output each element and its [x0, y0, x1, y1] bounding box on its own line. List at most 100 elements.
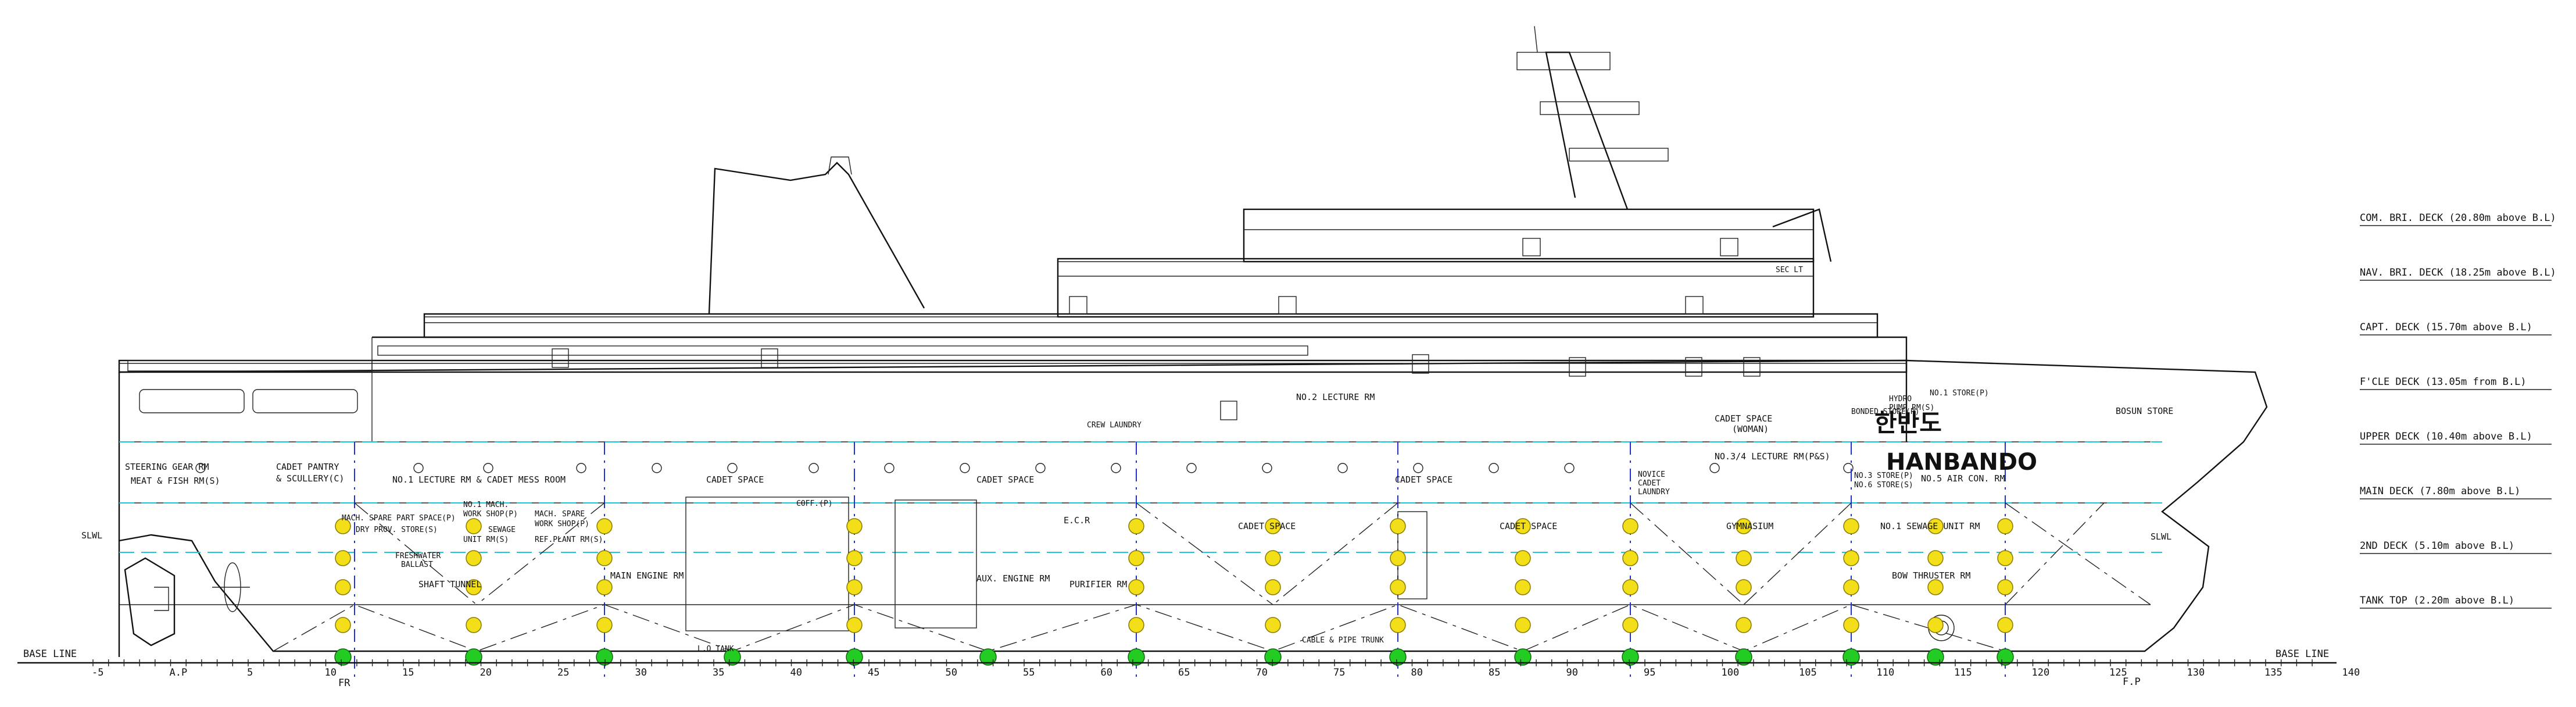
frame-marker-green: [465, 648, 482, 666]
tank-marker-yellow: [1927, 550, 1944, 566]
frame-tick-label: 100: [1722, 667, 1740, 679]
windows-upper: [139, 238, 1761, 420]
tank-marker-yellow: [1265, 579, 1281, 595]
tank-marker-yellow: [1997, 617, 2013, 633]
frame-marker-green: [724, 648, 741, 666]
tank-marker-yellow: [1515, 518, 1531, 534]
room-woman: (WOMAN): [1732, 424, 1769, 434]
tank-marker-yellow: [466, 579, 482, 595]
room-no1-sewage: NO.1 SEWAGE UNIT RM: [1880, 521, 1980, 531]
tank-marker-yellow: [846, 617, 863, 633]
room-dry-prov: DRY PROV. STORE(S): [356, 526, 438, 534]
deck-label: CAPT. DECK (15.70m above B.L): [2360, 322, 2532, 333]
tank-marker-yellow: [1736, 579, 1752, 595]
frame-tick-label: 70: [1256, 667, 1268, 679]
frame-tick-label: 45: [868, 667, 879, 679]
room-work-shop: WORK SHOP(P): [463, 510, 518, 519]
frame-marker-green: [1842, 648, 1860, 666]
tank-marker-yellow: [335, 617, 351, 633]
room-ecr: E.C.R: [1064, 515, 1090, 526]
frame-marker-green: [596, 648, 613, 666]
tank-marker-yellow: [1622, 579, 1638, 595]
frame-tick-label: 120: [2032, 667, 2050, 679]
hull-outline: [118, 359, 2268, 657]
lwl-right: SLWL: [2151, 531, 2171, 542]
deck-label: NAV. BRI. DECK (18.25m above B.L): [2360, 267, 2556, 278]
markers-yellow: [335, 518, 2013, 633]
frame-tick-label: 60: [1101, 667, 1112, 679]
room-novice: NOVICE: [1638, 470, 1665, 479]
tank-marker-yellow: [1622, 617, 1638, 633]
frame-tick-label: 25: [557, 667, 569, 679]
room-mach-spare-2: MACH. SPARE: [535, 510, 585, 519]
room-purifier: PURIFIER RM: [1069, 579, 1127, 590]
frame-marker-green: [846, 648, 863, 666]
room-lecture-1: NO.1 LECTURE RM & CADET MESS ROOM: [392, 474, 566, 485]
frame-tick-label: 35: [713, 667, 724, 679]
tank-marker-yellow: [1390, 550, 1406, 566]
tank-marker-yellow: [1128, 518, 1144, 534]
tank-marker-yellow: [1515, 617, 1531, 633]
room-no5-aircon: NO.5 AIR CON. RM: [1921, 473, 2005, 484]
room-bow-thruster: BOW THRUSTER RM: [1892, 570, 1970, 581]
room-no1-store: NO.1 STORE(P): [1930, 389, 1989, 398]
room-mach-spare-1: MACH. SPARE PART SPACE(P): [342, 514, 456, 523]
room-cadet-space-1: CADET SPACE: [706, 474, 764, 485]
tank-marker-yellow: [335, 550, 351, 566]
tank-marker-yellow: [1390, 579, 1406, 595]
tank-marker-yellow: [596, 617, 613, 633]
room-cadet-pantry: CADET PANTRY: [276, 462, 339, 472]
frame-marker-green: [1389, 648, 1407, 666]
room-cable-trunk: CABLE & PIPE TRUNK: [1302, 636, 1384, 645]
frame-marker-green: [1264, 648, 1282, 666]
frame-marker-green: [1128, 648, 1145, 666]
room-cadet-space-4: CADET SPACE: [1238, 521, 1296, 531]
deck-label: COM. BRI. DECK (20.80m above B.L): [2360, 212, 2556, 224]
tank-marker-yellow: [1390, 617, 1406, 633]
frame-marker-green: [1514, 648, 1532, 666]
deck-label-list: COM. BRI. DECK (20.80m above B.L) NAV. BR…: [2360, 212, 2556, 609]
ship-name-korean: 한반도: [1874, 409, 1942, 437]
room-no3-store: NO.3 STORE(P): [1854, 472, 1913, 480]
frame-tick-label: 110: [1877, 667, 1895, 679]
room-cadet-space-woman: CADET SPACE: [1715, 413, 1772, 424]
room-pump: PUMP RM(S): [1889, 404, 1934, 412]
deck-label: TANK TOP (2.20m above B.L): [2360, 595, 2514, 606]
room-cofferdam: COFF.(P): [796, 499, 833, 508]
frame-marker-green: [1735, 648, 1752, 666]
frame-note: FR: [338, 677, 350, 689]
tank-marker-yellow: [1622, 518, 1638, 534]
tank-marker-yellow: [1843, 617, 1859, 633]
tank-marker-yellow: [1997, 579, 2013, 595]
tank-marker-yellow: [1128, 550, 1144, 566]
tank-marker-yellow: [596, 579, 613, 595]
fp-label: F.P: [2123, 676, 2141, 688]
frame-tick-label: 115: [1954, 667, 1972, 679]
room-scullery: & SCULLERY(C): [276, 473, 344, 484]
frame-tick-label: 130: [2187, 667, 2205, 679]
room-cadet-laundry: CADET: [1638, 479, 1661, 488]
room-gymnasium: GYMNASIUM: [1726, 521, 1773, 531]
tank-marker-yellow: [1515, 550, 1531, 566]
frame-marker-green: [979, 648, 997, 666]
tank-marker-yellow: [1128, 579, 1144, 595]
frame-tick-label: 85: [1489, 667, 1500, 679]
room-sewage: SEWAGE: [488, 526, 516, 534]
frame-tick-label: 80: [1411, 667, 1423, 679]
tank-marker-yellow: [466, 550, 482, 566]
room-main-engine: MAIN ENGINE RM: [610, 570, 684, 581]
frame-marker-green: [1622, 648, 1639, 666]
room-cadet-space-2: CADET SPACE: [976, 474, 1034, 485]
base-line-left: BASE LINE: [23, 648, 77, 660]
base-line-right: BASE LINE: [2276, 648, 2329, 660]
room-cadet-space-3: CADET SPACE: [1395, 474, 1452, 485]
frame-tick-label: 50: [946, 667, 957, 679]
tank-marker-yellow: [1927, 617, 1944, 633]
frame-tick-label: -5: [92, 667, 103, 679]
ship-name: HANBANDO: [1886, 449, 2037, 476]
tank-marker-yellow: [1265, 617, 1281, 633]
markers-green: [334, 648, 2014, 666]
tank-marker-yellow: [1736, 518, 1752, 534]
tank-marker-yellow: [1515, 579, 1531, 595]
deck-label: MAIN DECK (7.80m above B.L): [2360, 485, 2520, 497]
